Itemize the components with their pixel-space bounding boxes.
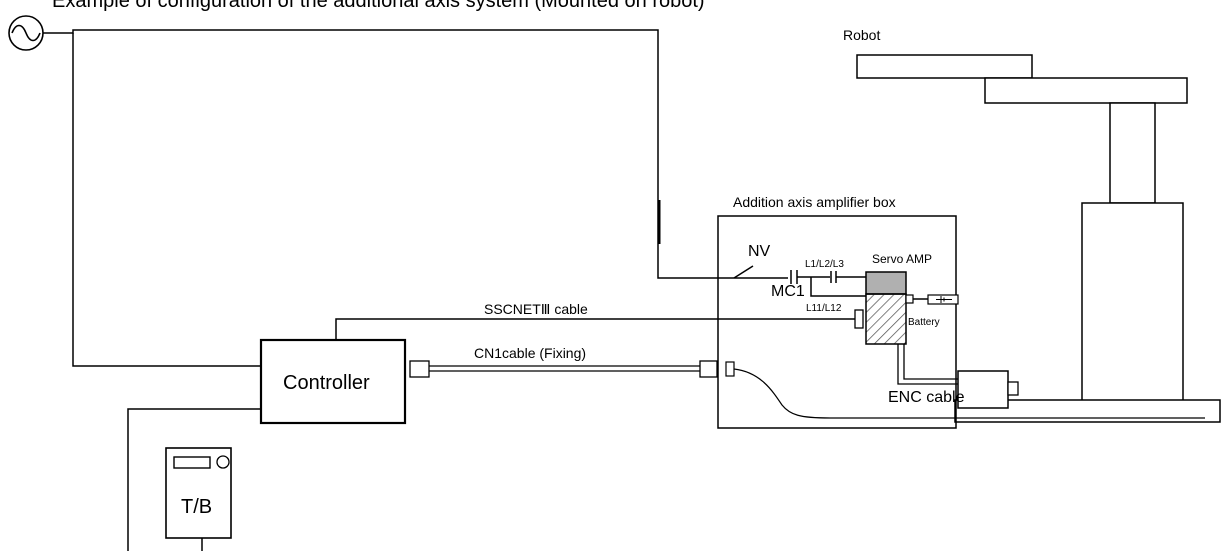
teaching-box (165, 447, 232, 539)
tb-cable (127, 408, 261, 551)
nv-label: NV (748, 243, 771, 260)
battery-icon (927, 294, 959, 305)
cn1-cable-label: CN1cable (Fixing) (474, 345, 587, 361)
sscnet-cable-label: SSCNETⅢ cable (484, 301, 588, 317)
l1l2l3-label: L1/L2/L3 (805, 259, 844, 270)
encoder-motor (957, 370, 1019, 409)
capacitor-icon (790, 270, 798, 284)
battery-connector (905, 294, 914, 304)
nv-breaker-switch (733, 265, 754, 279)
battery-label: Battery (908, 317, 940, 328)
amplifier-box (717, 215, 957, 429)
controller-box (259, 338, 407, 425)
robot-label: Robot (843, 27, 881, 43)
mc1-label: MC1 (771, 283, 805, 300)
mc1-coil-wire (810, 277, 866, 297)
header-text: Example of configuration of the addition… (52, 0, 705, 12)
tb-label: T/B (181, 496, 213, 518)
controller-power-wire (72, 33, 261, 367)
servo-amp-label: Servo AMP (872, 252, 933, 266)
enc-cable-label: ENC cable (888, 389, 965, 406)
sscnet-cable (335, 318, 855, 340)
l11l12-label: L11/L12 (806, 303, 842, 314)
enc-cable (897, 344, 958, 385)
amp-box-label: Addition axis amplifier box (733, 194, 896, 210)
power-wire (43, 29, 788, 279)
controller-label: Controller (283, 372, 370, 394)
cn1-cable (409, 360, 718, 378)
ac-power-source-icon (8, 15, 44, 51)
sscnet-connector (854, 309, 864, 329)
capacitor-icon (830, 271, 837, 283)
robot (856, 54, 1221, 423)
cn1-internal-connector (725, 361, 735, 377)
servo-amp (865, 271, 907, 345)
cn1-internal-wire (733, 368, 955, 419)
